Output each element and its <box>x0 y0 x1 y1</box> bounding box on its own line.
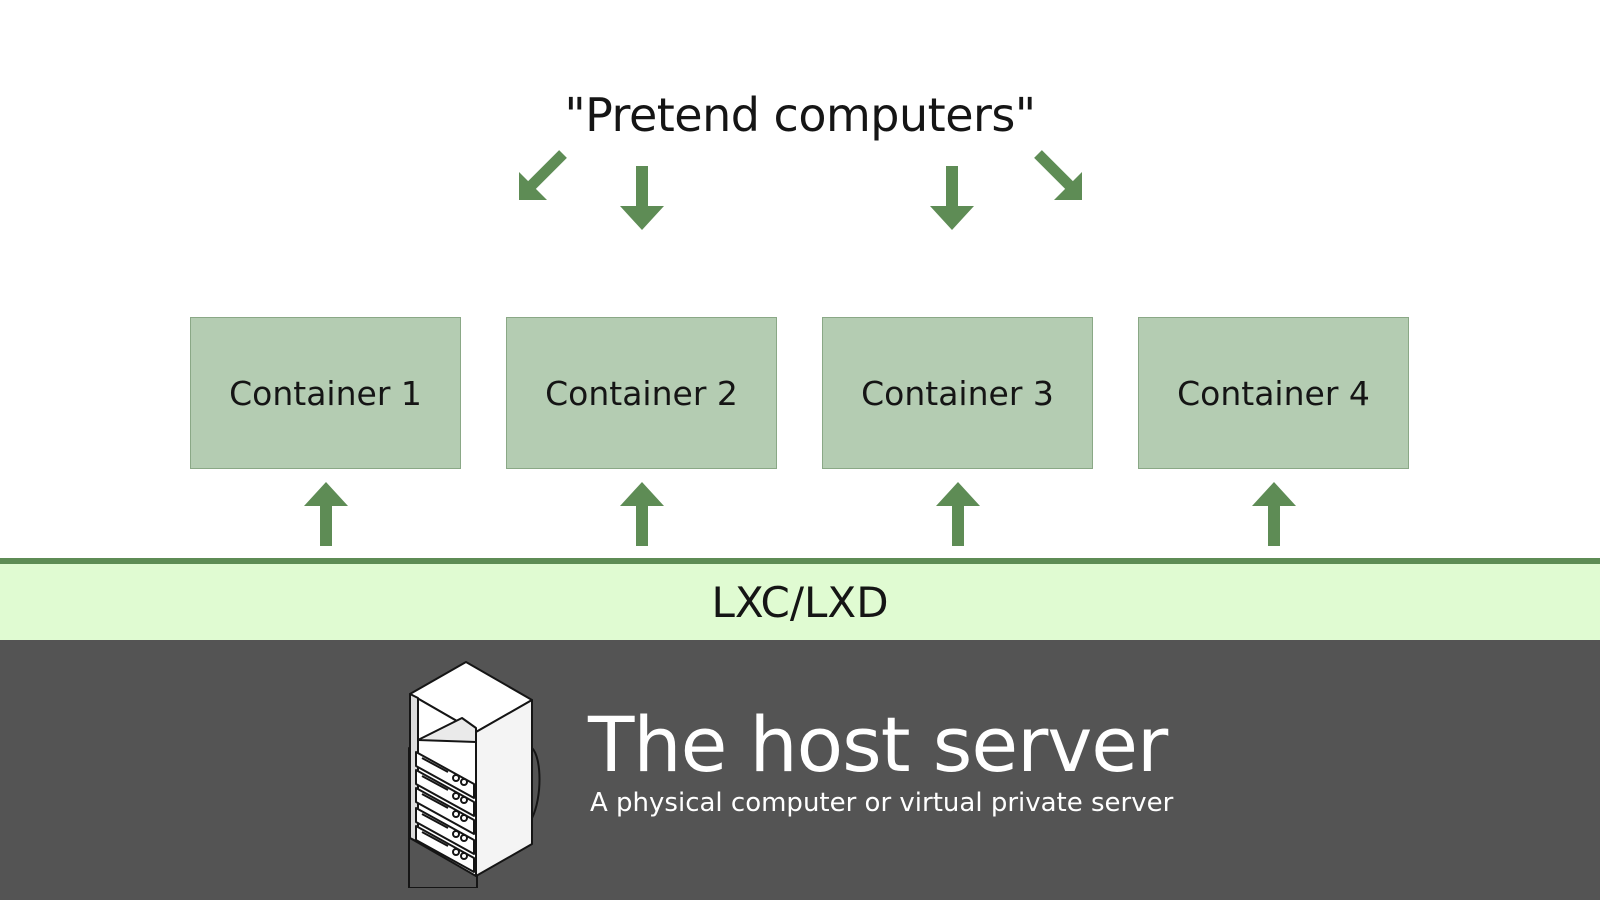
container-label: Container 4 <box>1177 373 1370 413</box>
arrow-up-icon <box>304 482 348 546</box>
container-label: Container 2 <box>545 373 738 413</box>
host-server-panel: The host server A physical computer or v… <box>0 640 1600 900</box>
layer-label: LXC/LXD <box>711 577 889 627</box>
arrow-diagonal-left-icon <box>519 150 567 200</box>
host-title: The host server <box>588 700 1168 789</box>
host-subtitle: A physical computer or virtual private s… <box>590 788 1174 818</box>
arrow-up-icon <box>620 482 664 546</box>
server-rack-icon <box>408 661 541 888</box>
container-box-3: Container 3 <box>822 317 1093 469</box>
arrow-up-icon <box>1252 482 1296 546</box>
arrow-up-icon <box>936 482 980 546</box>
container-label: Container 1 <box>229 373 422 413</box>
arrow-down-icon <box>620 166 664 230</box>
lxc-lxd-layer: LXC/LXD <box>0 558 1600 640</box>
container-box-2: Container 2 <box>506 317 777 469</box>
arrow-diagonal-right-icon <box>1034 150 1082 200</box>
diagram-heading: "Pretend computers" <box>564 88 1036 142</box>
container-label: Container 3 <box>861 373 1054 413</box>
arrow-down-icon <box>930 166 974 230</box>
container-box-4: Container 4 <box>1138 317 1409 469</box>
container-box-1: Container 1 <box>190 317 461 469</box>
